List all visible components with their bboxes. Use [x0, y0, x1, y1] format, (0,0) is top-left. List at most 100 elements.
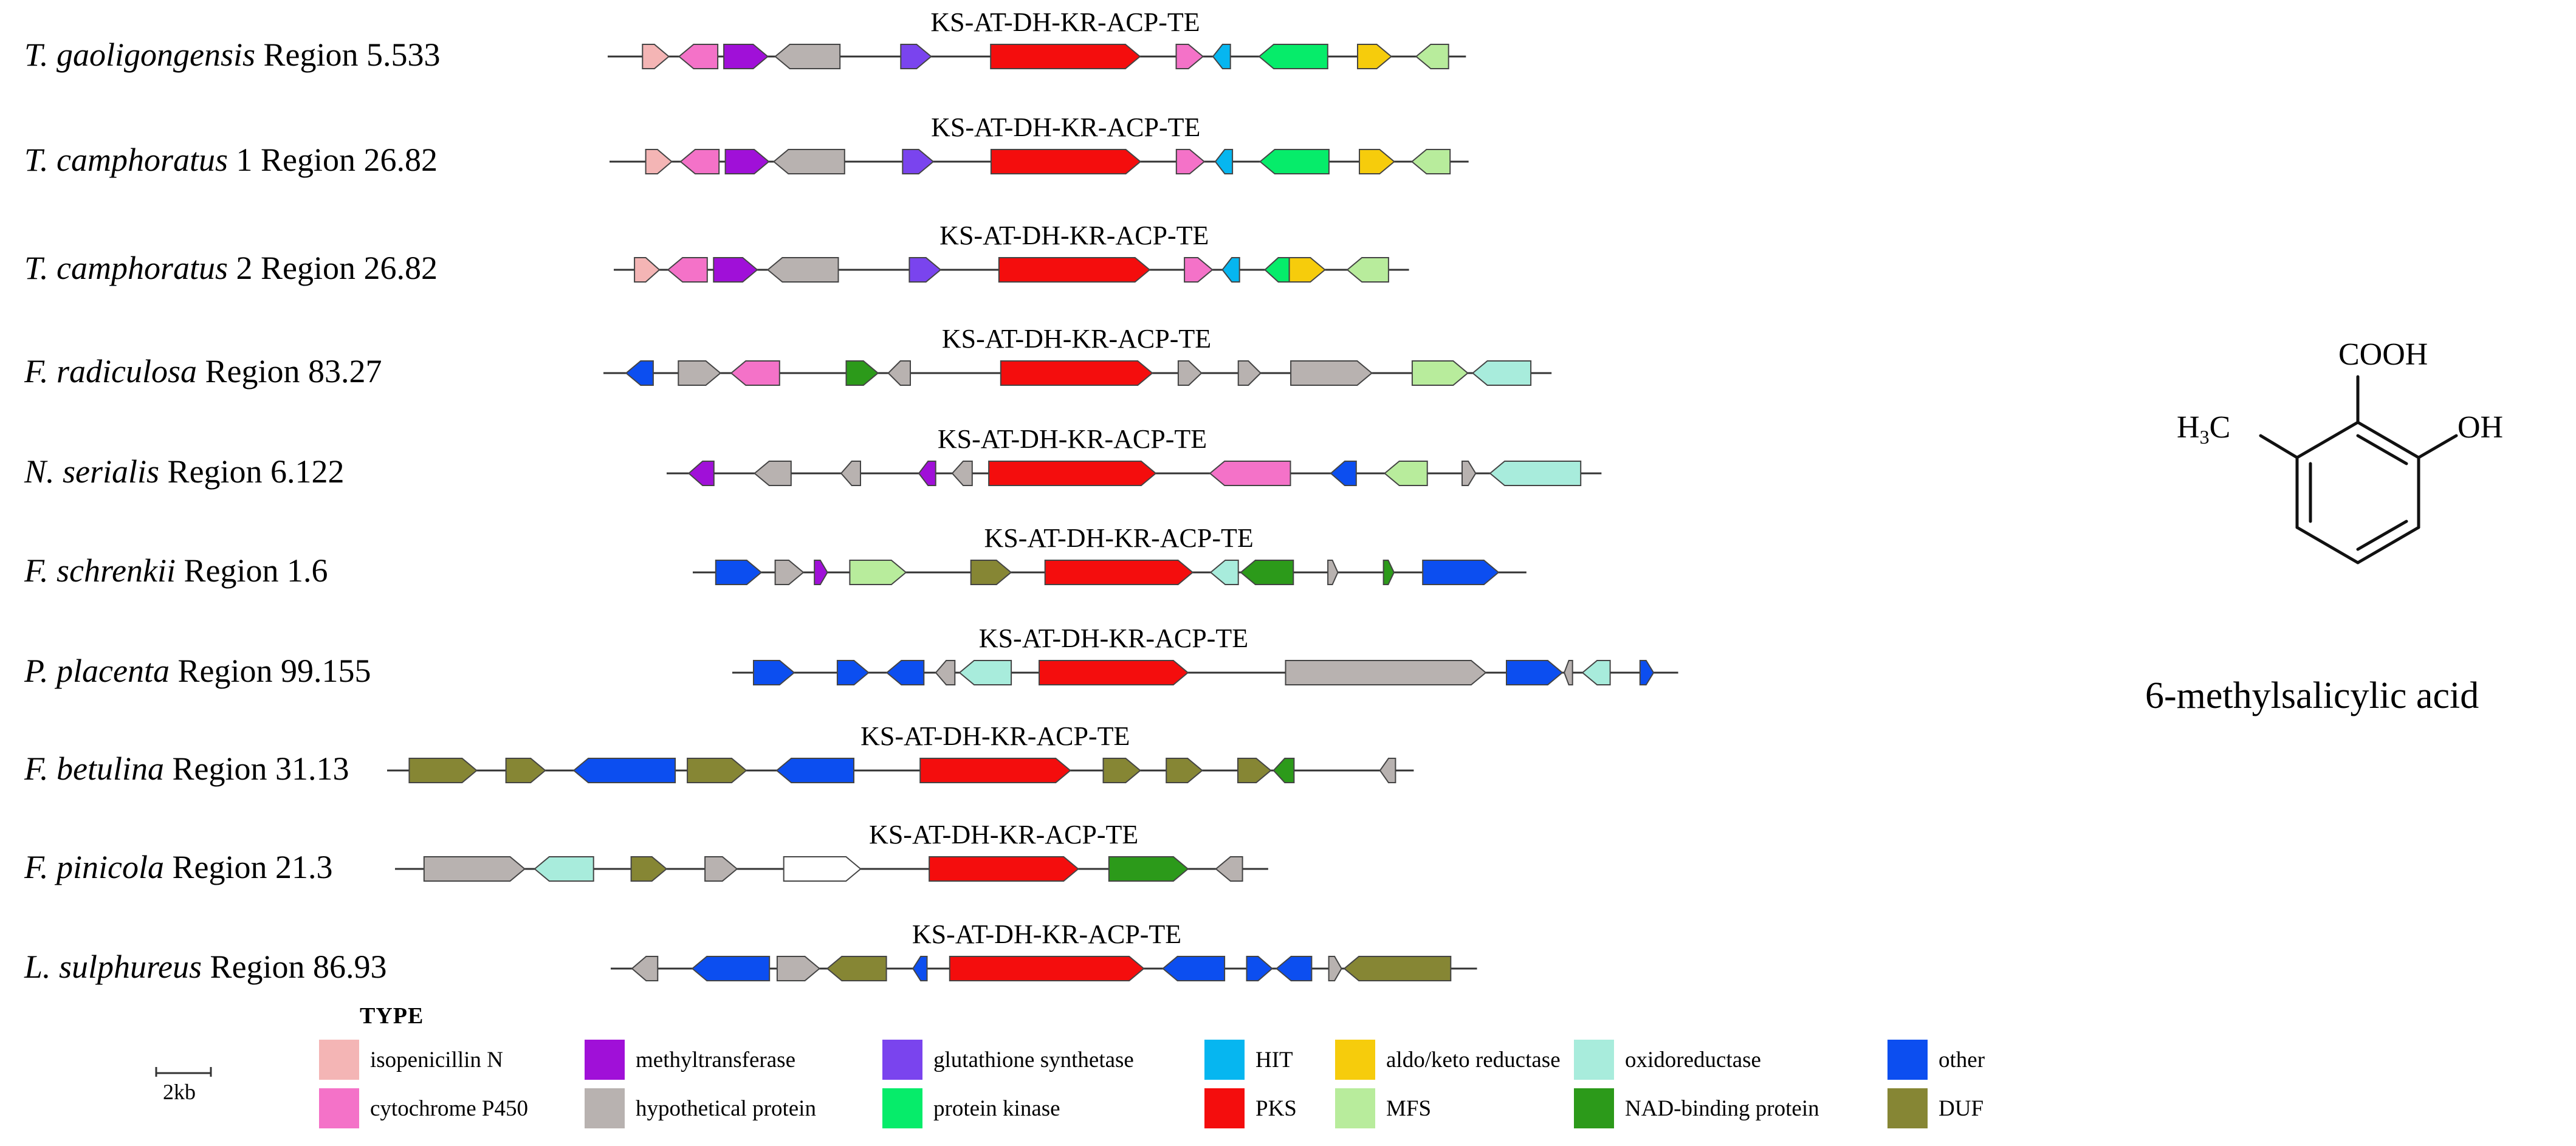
gene-arrow-glutathione-synthetase — [902, 149, 935, 174]
gene-arrow-MFS — [849, 560, 907, 585]
pks-domain-label: KS-AT-DH-KR-ACP-TE — [984, 523, 1254, 553]
cluster-name-label: P. placenta Region 99.155 — [24, 654, 371, 687]
gene-arrow-other — [1246, 956, 1273, 981]
gene-cluster-track — [614, 257, 1409, 283]
legend-swatch — [319, 1088, 359, 1128]
legend-label: NAD-binding protein — [1625, 1096, 1819, 1121]
gene-arrow-hypothetical-protein — [1461, 461, 1477, 486]
gene-arrow-NAD-binding-protein — [1240, 560, 1294, 585]
gene-arrow-other — [572, 758, 676, 783]
legend-label: isopenicillin Ν — [370, 1047, 503, 1072]
gene-arrow-PKS — [990, 149, 1142, 174]
gene-arrow-hypothetical-protein — [774, 560, 805, 585]
gene-arrow-cytochrome-P450 — [1184, 257, 1214, 283]
gene-arrow-cytochrome-P450 — [667, 257, 708, 283]
gene-arrow-isopenicillin-N — [634, 257, 661, 283]
legend-item: protein kinase — [882, 1087, 1060, 1130]
species-name: T. camphoratus — [24, 250, 228, 286]
gene-arrow-other — [691, 956, 771, 981]
species-name: F. pinicola — [24, 849, 165, 885]
legend-swatch — [1887, 1040, 1928, 1080]
legend-swatch — [1887, 1088, 1928, 1128]
gene-arrow-oxidoreductase — [1581, 660, 1611, 685]
gene-arrow-oxidoreductase — [534, 856, 594, 882]
gene-arrow-other — [1506, 660, 1564, 685]
legend-swatch — [882, 1088, 922, 1128]
legend-item: other — [1887, 1038, 1985, 1081]
gene-arrow-PKS — [1039, 660, 1189, 685]
gene-arrow-hypothetical-protein — [840, 461, 861, 486]
gene-arrow-NAD-binding-protein — [1273, 758, 1295, 783]
gene-arrow-hypothetical-protein — [704, 856, 738, 882]
ring-bond — [2356, 526, 2420, 564]
gene-arrow-other — [1162, 956, 1226, 981]
gene-arrow-unannotated — [783, 856, 862, 882]
gene-arrow-oxidoreductase — [1471, 360, 1532, 386]
legend-swatch — [882, 1040, 922, 1080]
gene-arrow-PKS — [998, 257, 1151, 283]
gene-arrow-hypothetical-protein — [678, 360, 722, 386]
gene-arrow-protein-kinase — [1258, 44, 1328, 69]
gene-arrow-hypothetical-protein — [935, 660, 956, 685]
gene-arrow-other — [912, 956, 928, 981]
legend-label: PKS — [1255, 1096, 1297, 1121]
scale-bar — [155, 1067, 212, 1077]
legend-item: cytochrome P450 — [319, 1087, 528, 1130]
pks-domain-label: KS-AT-DH-KR-ACP-TE — [869, 820, 1139, 849]
gene-arrow-MFS — [1346, 257, 1389, 283]
ch3-carbon: C — [2210, 410, 2231, 445]
legend-item: MFS — [1335, 1087, 1431, 1130]
ring-bond — [2295, 526, 2360, 564]
compound-name: 6-methylsalicylic acid — [2145, 675, 2479, 716]
gene-arrow-hypothetical-protein — [774, 44, 841, 69]
cluster-name-label: L. sulphureus Region 86.93 — [24, 950, 387, 983]
pks-domain-label: KS-AT-DH-KR-ACP-TE — [931, 112, 1201, 142]
gene-arrow-methyltransferase — [723, 44, 769, 69]
gene-arrow-hypothetical-protein — [776, 956, 821, 981]
gene-arrow-DUF — [1343, 956, 1452, 981]
region-name: Region 21.3 — [164, 849, 333, 885]
legend-swatch — [319, 1040, 359, 1080]
gene-cluster-track — [611, 956, 1477, 981]
gene-cluster-track — [693, 560, 1527, 585]
species-name: T. gaoligongensis — [24, 36, 256, 73]
gene-arrow-methyltransferase — [918, 461, 936, 486]
gene-cluster-track — [603, 360, 1552, 386]
gene-arrow-MFS — [1384, 461, 1428, 486]
species-name: F. radiculosa — [24, 353, 197, 389]
gene-arrow-hypothetical-protein — [1285, 660, 1487, 685]
gene-arrow-HIT — [1221, 257, 1240, 283]
gene-cluster-track — [395, 856, 1268, 882]
species-name: F. schrenkii — [24, 552, 176, 589]
gene-arrow-NAD-binding-protein — [845, 360, 879, 386]
gene-arrow-cytochrome-P450 — [730, 360, 780, 386]
legend-swatch — [585, 1040, 625, 1080]
gene-arrow-protein-kinase — [1259, 149, 1330, 174]
ring-double-bond — [2356, 434, 2408, 465]
cluster-name-label: F. schrenkii Region 1.6 — [24, 554, 328, 587]
gene-arrow-PKS — [929, 856, 1079, 882]
gene-arrow-hypothetical-protein — [1177, 360, 1203, 386]
pks-domain-label: KS-AT-DH-KR-ACP-TE — [939, 221, 1209, 250]
gene-arrow-hypothetical-protein — [1327, 560, 1339, 585]
gene-arrow-other — [753, 660, 795, 685]
gene-arrow-other — [1330, 461, 1357, 486]
gene-arrow-methyltransferase — [713, 257, 758, 283]
gene-arrow-hypothetical-protein — [772, 149, 845, 174]
gene-arrow-PKS — [949, 956, 1145, 981]
legend-label: aldo/keto reductase — [1386, 1047, 1561, 1072]
gene-arrow-DUF — [687, 758, 747, 783]
legend-swatch — [1574, 1040, 1614, 1080]
region-name: 1 Region 26.82 — [228, 142, 438, 178]
gene-arrow-isopenicillin-N — [642, 44, 670, 69]
region-name: Region 83.27 — [197, 353, 382, 389]
legend-swatch — [1204, 1088, 1245, 1128]
ring-bond — [2295, 420, 2360, 459]
gene-arrow-DUF — [1102, 758, 1141, 783]
gene-arrow-cytochrome-P450 — [678, 44, 719, 69]
region-name: 2 Region 26.82 — [228, 250, 438, 286]
gene-arrow-hypothetical-protein — [951, 461, 973, 486]
gene-arrow-DUF — [970, 560, 1012, 585]
